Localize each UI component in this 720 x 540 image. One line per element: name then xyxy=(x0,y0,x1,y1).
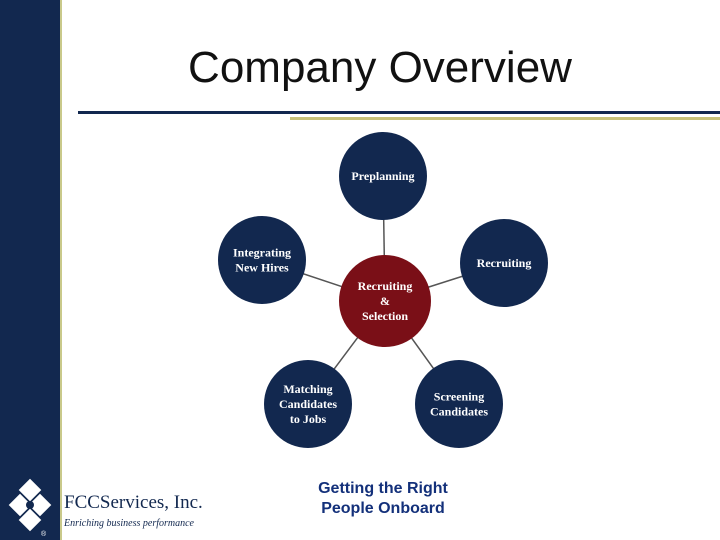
node-integrating-label-line-2: New Hires xyxy=(235,261,289,275)
page-title: Company Overview xyxy=(188,43,572,92)
node-matching-label-line-2: Candidates xyxy=(279,397,337,411)
node-recruiting xyxy=(460,219,548,307)
node-screening-label-line-1: Screening xyxy=(434,390,484,404)
node-preplanning xyxy=(339,132,427,220)
node-recruiting-label-line-1: Recruiting xyxy=(477,256,532,270)
sidebar-edge-line xyxy=(60,0,62,540)
caption-line-1: Getting the Right xyxy=(318,480,448,497)
diamond-flower-logo-icon: ® xyxy=(7,477,53,538)
title-rule-gold xyxy=(290,117,720,120)
node-preplanning-label-line-1: Preplanning xyxy=(351,169,414,183)
node-matching xyxy=(264,360,352,448)
node-integrating-label-line-1: Integrating xyxy=(233,246,291,260)
node-screening xyxy=(415,360,503,448)
node-matching-label-line-1: Matching xyxy=(283,382,332,396)
node-center-label: Recruiting&Selection xyxy=(358,279,413,323)
node-recruiting-label: Recruiting xyxy=(477,256,532,270)
node-center-label-line-2: & xyxy=(380,294,390,308)
slide-caption: Getting the Right People Onboard xyxy=(290,479,476,519)
node-screening-label-line-2: Candidates xyxy=(430,405,488,419)
registered-mark: ® xyxy=(41,530,47,538)
company-tagline: Enriching business performance xyxy=(64,518,194,529)
left-sidebar-band xyxy=(0,0,60,540)
node-center-label-line-3: Selection xyxy=(362,309,408,323)
node-center-recruiting-selection xyxy=(339,255,431,347)
company-name: FCCServices, Inc. xyxy=(64,492,203,513)
node-center-label-line-1: Recruiting xyxy=(358,279,413,293)
caption-line-2: People Onboard xyxy=(321,500,445,517)
title-rule-navy xyxy=(78,111,720,114)
node-integrating xyxy=(218,216,306,304)
node-preplanning-label: Preplanning xyxy=(351,169,414,183)
node-matching-label-line-3: to Jobs xyxy=(290,412,327,426)
